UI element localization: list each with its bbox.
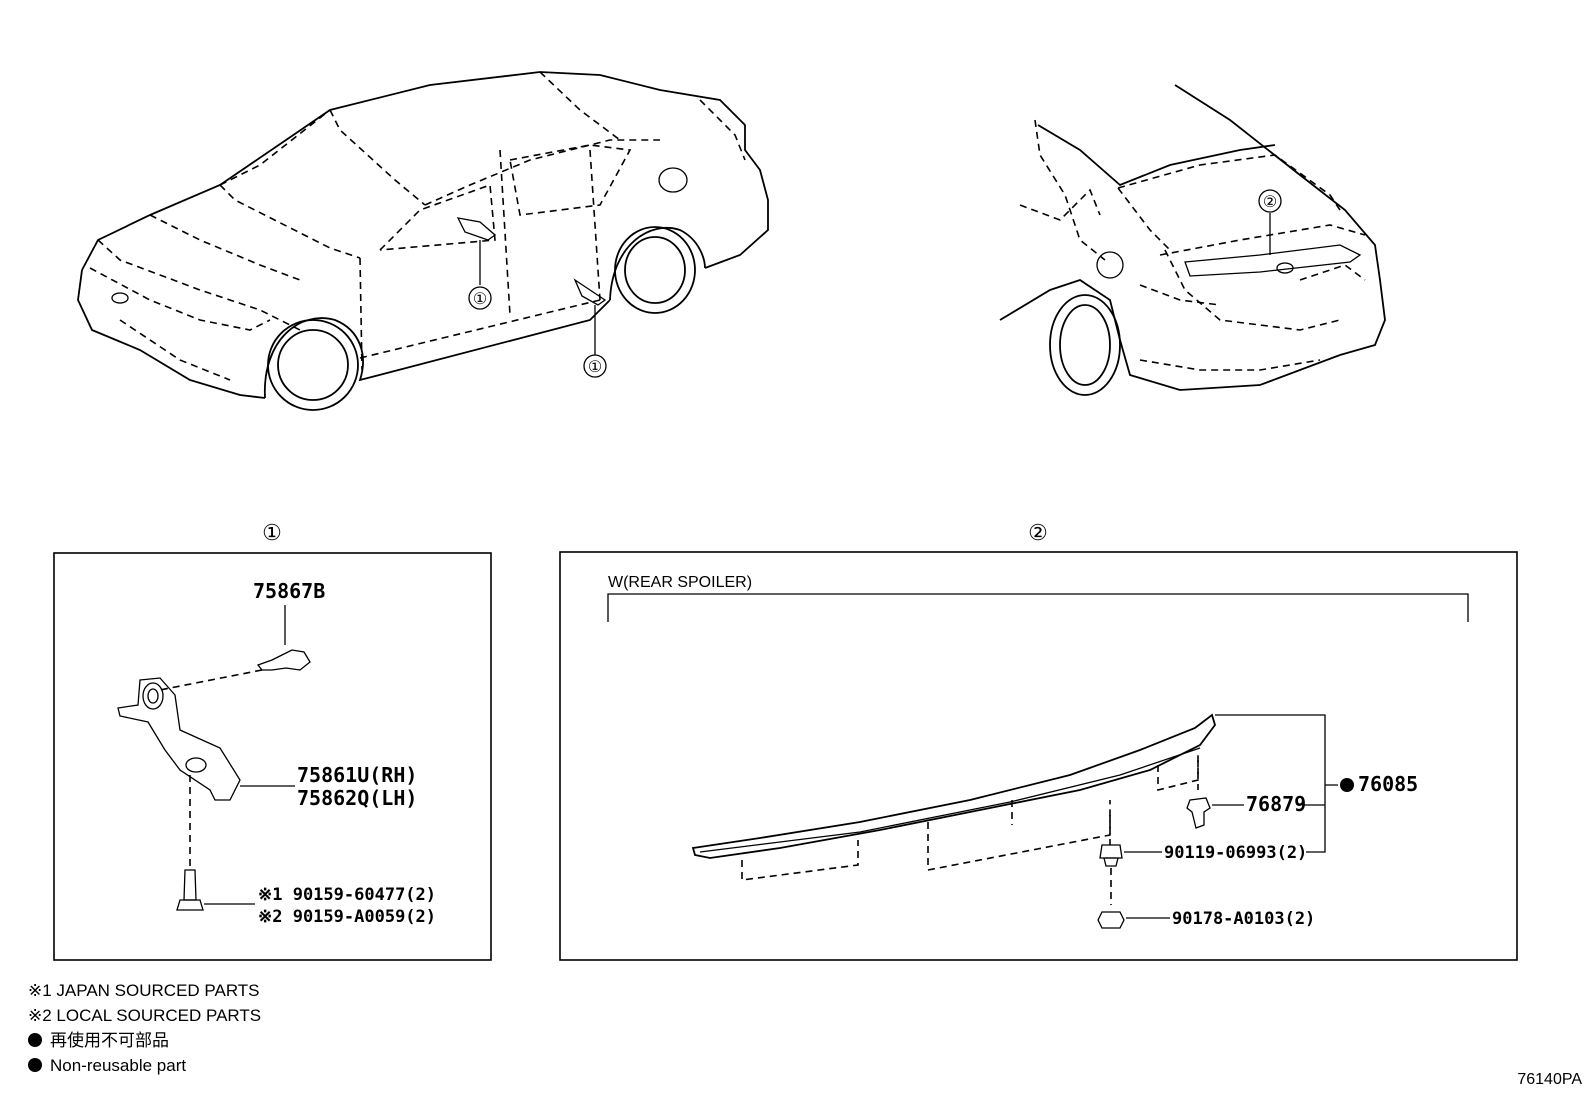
car-rear-view <box>999 84 1386 396</box>
clip-76879-drawing <box>1186 797 1244 829</box>
clip-75867b-drawing <box>159 605 311 691</box>
callout-2-rear: ② <box>1263 194 1277 211</box>
assembly-group-bracket <box>1215 714 1338 853</box>
bullet-dot-icon <box>28 1033 42 1047</box>
part-label-90119-06993: 90119-06993(2) <box>1164 843 1307 863</box>
car-front-view <box>77 71 769 411</box>
non-reusable-marker-76085 <box>1340 778 1354 792</box>
callout-1-lower: ① <box>588 359 602 376</box>
grommet-90119-drawing <box>1099 844 1162 905</box>
variant-bracket <box>607 593 1469 622</box>
nut-90178-drawing <box>1097 911 1170 929</box>
detail-2-heading: ② <box>1028 520 1048 545</box>
part-label-90159-60477: ※1 90159-60477(2) <box>258 885 436 905</box>
diagram-code: 76140PA <box>1517 1071 1582 1088</box>
part-label-76085: 76085 <box>1358 772 1418 796</box>
part-label-76879: 76879 <box>1246 792 1306 816</box>
legend-note-local: ※2 LOCAL SOURCED PARTS <box>28 1006 262 1025</box>
part-label-90178-a0103: 90178-A0103(2) <box>1172 909 1315 929</box>
legend-non-reusable-jp: 再使用不可部品 <box>28 1028 261 1053</box>
bracket-location-lower <box>573 278 607 378</box>
detail-1-frame <box>53 552 492 961</box>
variant-label: W(REAR SPOILER) <box>608 574 752 591</box>
part-label-75862q-lh: 75862Q(LH) <box>297 786 417 810</box>
part-label-75861u-rh: 75861U(RH) <box>297 763 417 787</box>
part-label-90159-a0059: ※2 90159-A0059(2) <box>258 907 436 927</box>
part-label-75867b: 75867B <box>253 579 325 603</box>
bullet-dot-icon <box>28 1058 42 1072</box>
legend-note-japan: ※1 JAPAN SOURCED PARTS <box>28 981 260 1000</box>
callout-1-upper: ① <box>473 291 487 308</box>
detail-2-frame <box>559 551 1518 961</box>
bracket-75861u-drawing <box>117 677 295 870</box>
screw-90159-drawing <box>176 869 255 911</box>
legend: ※1 JAPAN SOURCED PARTS ※2 LOCAL SOURCED … <box>28 978 261 1078</box>
detail-1-heading: ① <box>262 520 282 545</box>
legend-non-reusable-en: Non-reusable part <box>28 1053 261 1078</box>
rear-spoiler-drawing <box>691 713 1216 881</box>
bracket-location-upper <box>456 217 497 310</box>
callout-2-circle <box>1258 189 1282 213</box>
